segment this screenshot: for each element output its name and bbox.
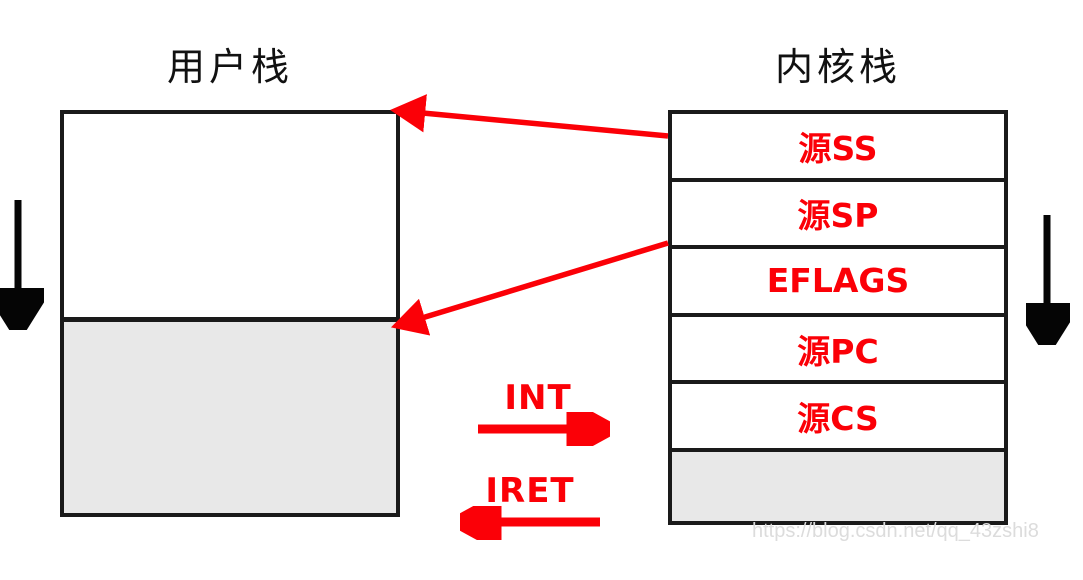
kernel-stack-cell-sp: 源SP xyxy=(672,181,1004,250)
watermark-text: https://blog.csdn.net/qq_43zshi8 xyxy=(752,520,1039,542)
int-arrow-icon xyxy=(478,412,610,446)
kernel-stack-cell-cs: 源CS xyxy=(672,384,1004,452)
iret-label: IRET xyxy=(485,471,575,511)
kernel-stack-cell-ss: 源SS xyxy=(672,114,1004,182)
user-stack-free-region xyxy=(64,114,396,322)
kernel-stack-box: 源SS 源SP EFLAGS 源PC 源CS xyxy=(668,110,1008,525)
kernel-stack-cell-eflags: EFLAGS xyxy=(672,249,1004,317)
int-label: INT xyxy=(504,378,572,418)
user-stack-used-region xyxy=(64,322,396,513)
user-stack-box xyxy=(60,110,400,517)
kernel-stack-growth-arrow-icon xyxy=(1026,215,1070,345)
arrow-ss-to-user-top xyxy=(390,94,669,139)
kernel-stack-cell-pc: 源PC xyxy=(672,316,1004,385)
user-stack-title: 用户栈 xyxy=(166,45,293,89)
arrow-sp-to-user-top-of-used xyxy=(390,240,669,336)
kernel-stack-cell-empty xyxy=(672,451,1004,521)
iret-arrow-icon xyxy=(460,506,600,540)
kernel-stack-title: 内核栈 xyxy=(774,45,901,89)
user-stack-growth-arrow-icon xyxy=(0,200,44,330)
